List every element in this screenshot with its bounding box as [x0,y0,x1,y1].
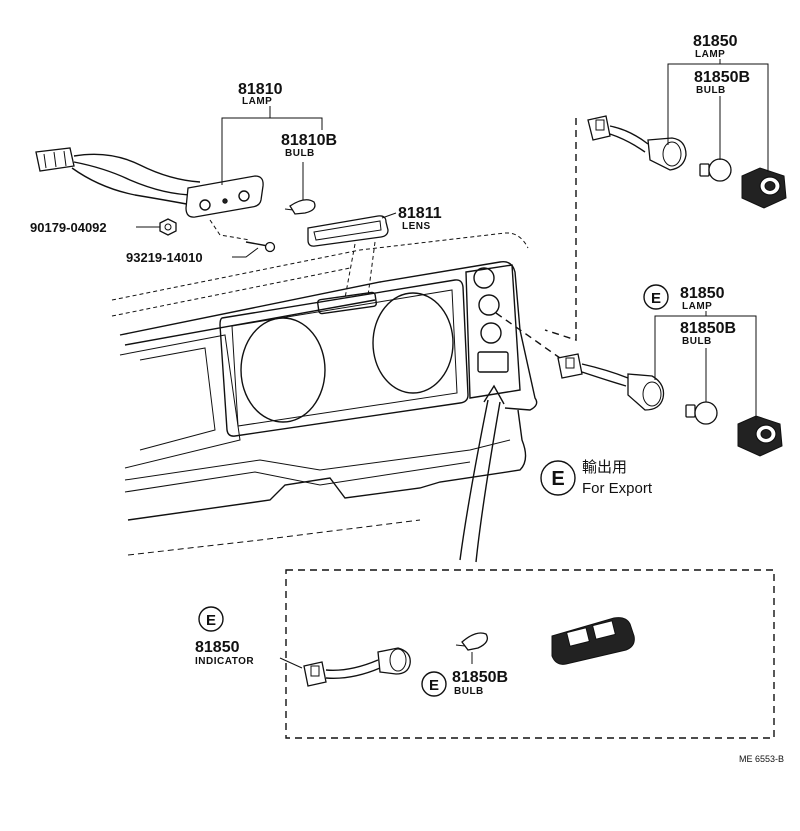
part-number-81850-indicator: 81850 [195,639,240,656]
indicator-arrow [459,384,505,563]
part-number-93219-14010: 93219-14010 [126,250,203,265]
callout-81810: 81810 LAMP 81810B BULB [221,81,337,200]
part-number-81850b-top: 81850B [694,69,750,86]
screw-part [245,241,276,253]
lamp-cap-mid-part [737,415,783,457]
part-name-lamp-top: LAMP [695,49,725,60]
part-number-81810: 81810 [238,81,283,98]
legend-en-text: For Export [582,480,653,497]
part-number-81850-top: 81850 [693,33,738,50]
part-name-lamp: LAMP [242,96,272,107]
callout-81850b-box: E 81850B BULB [421,669,508,697]
indicator-box [285,569,775,739]
legend-export-marker [540,460,576,496]
part-name-lamp-mid: LAMP [682,301,712,312]
part-name-lens: LENS [402,221,431,232]
export-legend: E 輸出用 For Export [540,459,653,497]
part-name-bulb-box: BULB [454,686,484,697]
bulb-81850b-box-part [455,632,489,664]
callout-81850-indicator: E 81850 INDICATOR [195,606,303,669]
callout-81850-top: 81850 LAMP 81850B BULB [667,33,769,172]
lamp-81850-top-assembly [544,115,787,341]
export-marker-box [421,671,447,697]
export-marker-indicator-text: E [206,612,216,629]
export-marker-mid [643,284,669,310]
nut-part [159,218,177,236]
instrument-panel [111,232,538,556]
lamp-81850-mid-assembly [495,312,783,457]
indicator-harness-part [303,647,411,687]
part-number-81810b: 81810B [281,132,337,149]
lens-81811-part [307,215,389,299]
bulb-81850b-mid-part [685,401,718,425]
bulb-81850b-top-part [699,158,732,182]
leader-81811 [381,212,397,219]
part-name-bulb-mid: BULB [682,336,712,347]
lamp-81810-assembly [35,147,316,253]
part-number-81850b-box: 81850B [452,669,508,686]
part-number-90179-04092: 90179-04092 [30,220,107,235]
export-marker-indicator [198,606,224,632]
part-name-indicator: INDICATOR [195,656,254,667]
leader-93219 [232,247,259,258]
part-name-bulb: BULB [285,148,315,159]
indicator-housing-part [551,617,635,665]
legend-marker-text: E [551,468,564,490]
reference-code: ME 6553-B [739,754,784,764]
export-marker-mid-text: E [651,290,661,307]
part-name-bulb-top: BULB [696,85,726,96]
part-number-81850-mid: 81850 [680,285,725,302]
legend-jp-text: 輸出用 [582,459,627,476]
export-marker-box-text: E [429,677,439,694]
part-number-81850b-mid: 81850B [680,320,736,337]
lamp-cap-top-part [741,167,787,209]
indicator-dashed-frame [285,569,775,739]
callout-81850-mid: E 81850 LAMP 81850B BULB [643,284,757,420]
bulb-81810b-part [284,199,316,215]
part-number-81811: 81811 [398,205,442,222]
